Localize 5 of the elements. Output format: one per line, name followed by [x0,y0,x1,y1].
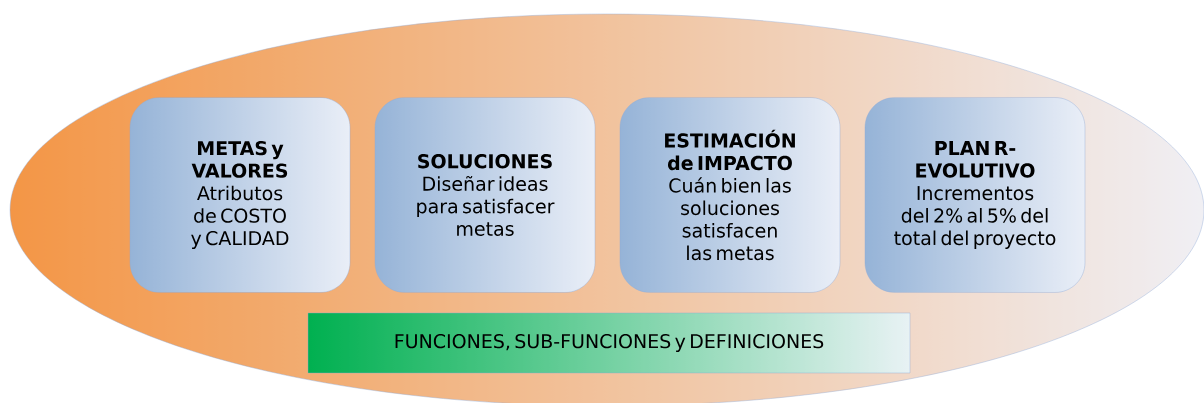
banner-bar: FUNCIONES, SUB-FUNCIONES y DEFINICIONES [307,312,911,374]
rounded-box: METAS y VALORES Atributos de COSTO y CALIDAD [129,97,351,293]
rounded-box: ESTIMACIÓN de IMPACTO Cuán bien las soluciones satisfacen las metas [619,97,841,293]
rounded-box: PLAN R-EVOLUTIVO Incrementos del 2% al 5% del total del proyecto [864,97,1086,293]
rounded-box: SOLUCIONES Diseñar ideas para satisfacer metas [374,97,596,293]
